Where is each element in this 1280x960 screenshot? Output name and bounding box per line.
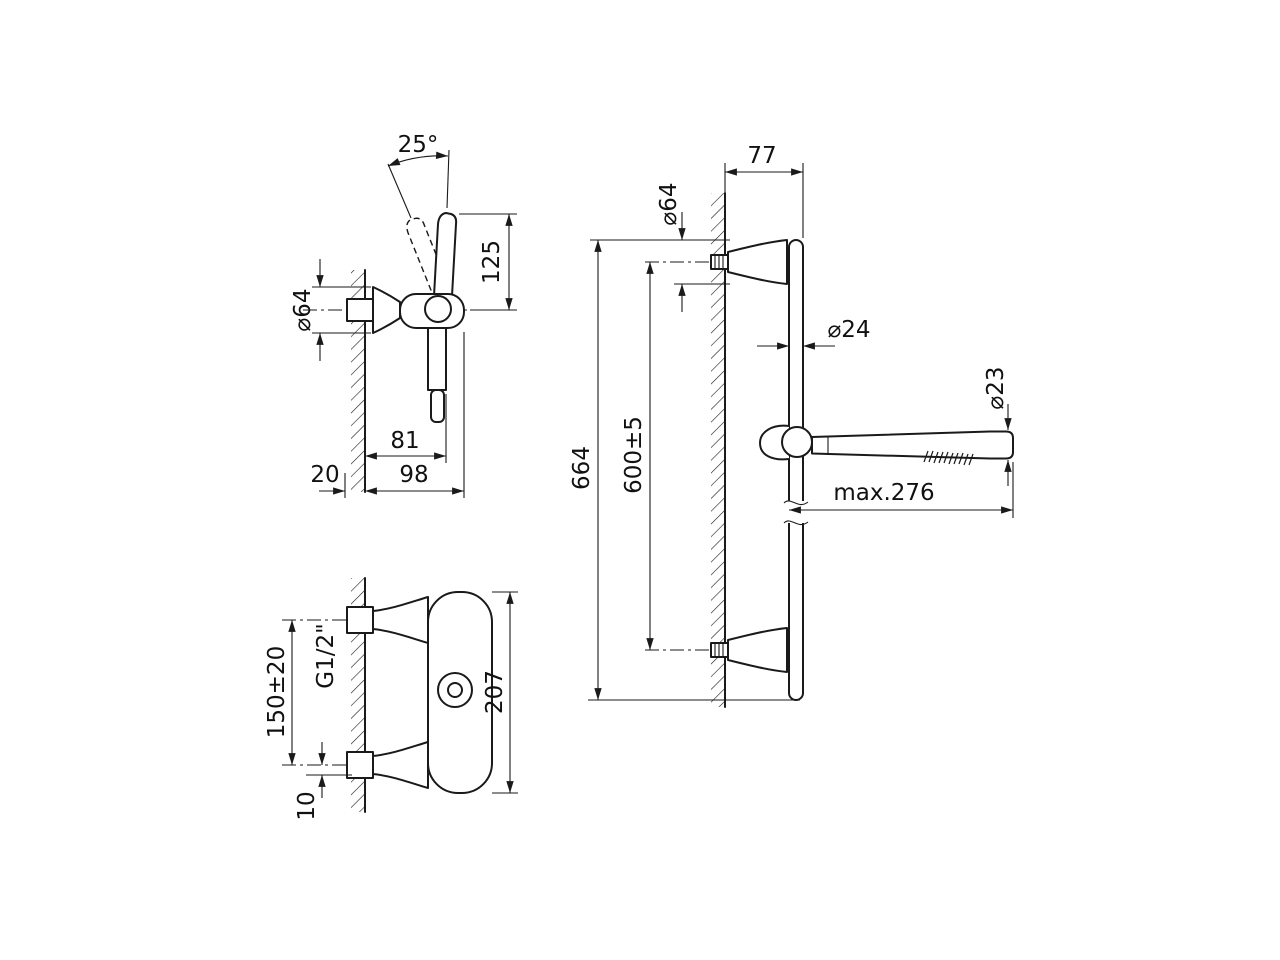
mixer-front-body [346,591,493,794]
dim-dia24-label: ⌀24 [827,317,870,343]
temperature-knob [437,672,473,708]
dim-600-label: 600±5 [621,416,647,494]
rail-view-dimensions: 77 ⌀64 664 600±5 ⌀24 max.276 [569,143,1014,701]
dim-98-label: 98 [399,462,428,488]
dim-10-label: 10 [294,791,320,820]
outlet-nipple [430,389,445,423]
outlet-column [427,327,447,391]
shower-holder-knob [781,426,813,458]
union-nut-side [346,298,374,322]
dim-dia64-side-label: ⌀64 [290,288,316,331]
dim-125-label: 125 [479,240,505,284]
slide-rail-assembly [710,239,1014,701]
top-inlet-escutcheon [372,596,429,644]
dim-max276-label: max.276 [833,480,934,506]
mixer-side-body [346,212,465,423]
top-union-nut [346,606,374,634]
rail-break-lower [783,520,809,526]
rail-break-upper [783,500,809,506]
dim-77-label: 77 [747,143,776,169]
rail-view: 77 ⌀64 664 600±5 ⌀24 max.276 [569,143,1014,708]
thread-size-label: G1/2" [313,623,339,688]
bottom-inlet-escutcheon [372,741,429,789]
rail-view-wall [711,192,726,708]
bottom-union-nut [346,751,374,779]
bottom-rail-bracket [727,627,788,673]
front-view: 150±20 G1/2" 10 207 [264,577,518,821]
spray-nozzle-ticks [923,450,974,466]
dim-664-label: 664 [569,446,595,490]
temperature-knob-center [447,682,463,698]
diverter-knob-side [424,295,452,323]
mixer-handle [433,212,458,297]
dim-81-label: 81 [390,428,419,454]
shower-holder-hook [759,424,790,461]
escutcheon-side [372,286,401,334]
hand-shower [811,430,1014,460]
dim-207-label: 207 [482,670,508,714]
front-view-dimensions: 150±20 G1/2" 10 207 [264,591,518,821]
side-view-dimensions: 25° 125 ⌀64 81 98 20 [290,132,517,498]
top-rail-bracket [727,239,788,285]
dim-dia23-label: ⌀23 [983,366,1009,409]
dim-angle-label: 25° [398,132,439,158]
dim-dia64-rail-label: ⌀64 [656,182,682,225]
side-view: 25° 125 ⌀64 81 98 20 [290,132,517,498]
dim-150-label: 150±20 [264,646,290,738]
slide-rail-bar [788,239,804,701]
handle-ghost-outline [406,217,452,301]
dim-20-label: 20 [310,462,339,488]
